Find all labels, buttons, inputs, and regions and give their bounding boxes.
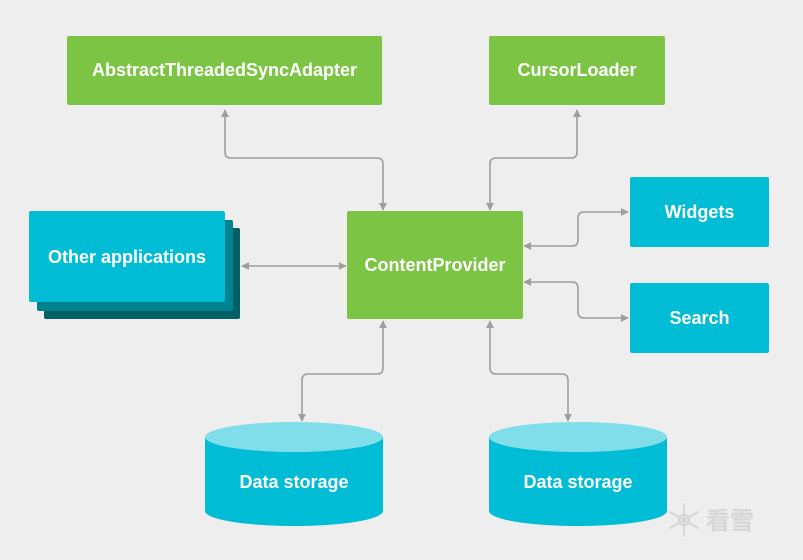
node-other-applications: Other applications (29, 211, 240, 319)
arrow-contentprovider-storage-left (298, 320, 387, 422)
node-content-provider: ContentProvider (347, 211, 523, 319)
node-other-applications-label: Other applications (48, 247, 206, 267)
arrow-contentprovider-widgets (523, 208, 629, 250)
arrow-contentprovider-storage-right (486, 320, 572, 422)
arrow-syncadapter-contentprovider (221, 109, 387, 211)
node-search: Search (630, 283, 769, 353)
node-search-label: Search (669, 308, 729, 328)
node-content-provider-label: ContentProvider (364, 255, 505, 275)
connectors (221, 109, 629, 422)
node-cursor-loader: CursorLoader (489, 36, 665, 105)
snowflake-icon (669, 503, 699, 537)
arrow-contentprovider-search (523, 278, 629, 322)
node-data-storage-left: Data storage (205, 422, 383, 526)
watermark: 看雪 (669, 503, 754, 537)
node-sync-adapter: AbstractThreadedSyncAdapter (67, 36, 382, 105)
stack-layer-front (29, 211, 225, 302)
node-sync-adapter-label: AbstractThreadedSyncAdapter (92, 60, 357, 80)
arrow-cursorloader-contentprovider (486, 109, 581, 211)
node-widgets: Widgets (630, 177, 769, 247)
node-cursor-loader-label: CursorLoader (517, 60, 636, 80)
node-data-storage-right-label: Data storage (523, 472, 632, 492)
node-data-storage-left-label: Data storage (239, 472, 348, 492)
watermark-text: 看雪 (706, 507, 754, 535)
node-widgets-label: Widgets (665, 202, 735, 222)
node-data-storage-right: Data storage (489, 422, 667, 526)
